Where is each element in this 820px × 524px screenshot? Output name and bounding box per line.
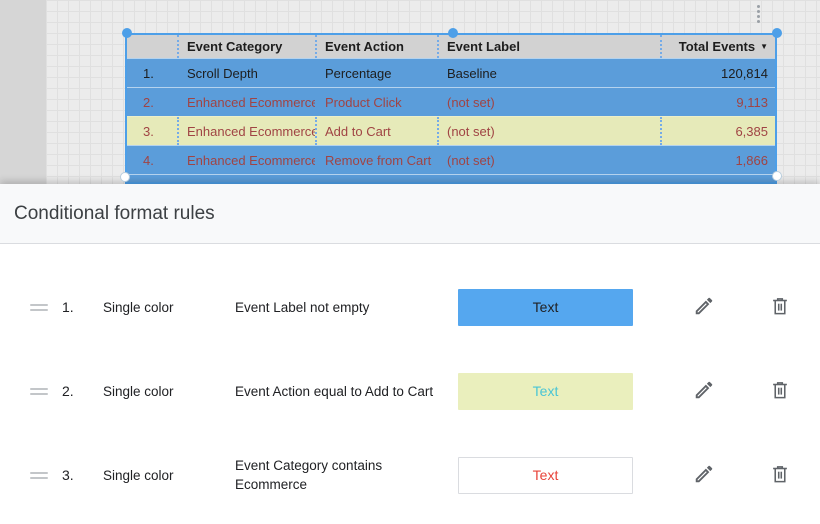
trash-icon <box>773 466 787 483</box>
cell-event-action: Percentage <box>325 65 392 81</box>
cell-row-number: 5. <box>127 175 177 183</box>
cell-row-number: 4. <box>143 152 154 168</box>
cell-event-category: Scroll Depth <box>187 65 258 81</box>
rule-type: Single color <box>103 299 174 315</box>
rules-list: 1. Single color Event Label not empty Te… <box>0 244 820 517</box>
rule-number: 1. <box>62 299 74 315</box>
cell-event-label: Android Tone Hoodie Black <box>437 175 660 183</box>
table-row[interactable]: 1. Scroll Depth Percentage Baseline 120,… <box>127 58 775 87</box>
edit-rule-button[interactable] <box>693 295 717 319</box>
delete-rule-button[interactable] <box>769 379 793 403</box>
selection-handle-top-left[interactable] <box>122 28 132 38</box>
table-row-highlighted[interactable]: 3. Enhanced Ecommerce Add to Cart (not s… <box>127 116 775 145</box>
cell-event-action: Product Click <box>325 94 402 110</box>
pencil-icon <box>695 297 713 315</box>
table-header-row: Event Category Event Action Event Label … <box>127 35 775 58</box>
rule-condition: Event Label not empty <box>235 299 370 315</box>
selection-handle-top-right[interactable] <box>772 28 782 38</box>
cell-event-label: (not set) <box>437 117 660 145</box>
drag-handle-icon[interactable] <box>30 471 48 479</box>
cell-total-events: 6,385 <box>660 117 775 145</box>
cell-total-events: 9,113 <box>736 94 768 110</box>
conditional-format-panel: Conditional format rules 1. Single color… <box>0 184 820 524</box>
trash-icon <box>773 382 787 399</box>
cell-event-action: Add to Cart <box>315 117 437 145</box>
cell-row-number: 3. <box>143 123 154 139</box>
report-canvas[interactable]: Event Category Event Action Event Label … <box>0 0 820 184</box>
cell-event-category: Enhanced Ecommerce <box>177 117 315 145</box>
table-row[interactable]: 4. Enhanced Ecommerce Remove from Cart (… <box>127 145 775 174</box>
cell-event-category: Enhanced Ecommerce <box>177 175 315 183</box>
rule-number: 3. <box>62 467 74 483</box>
header-total-events[interactable]: Total Events ▼ <box>660 35 775 58</box>
panel-header: Conditional format rules <box>0 184 820 244</box>
selection-handle-bottom-right[interactable] <box>772 171 782 181</box>
cell-total-events: 1,329 <box>660 175 775 183</box>
rule-number: 2. <box>62 383 74 399</box>
cell-event-label: (not set) <box>447 94 495 110</box>
cell-row-number: 1. <box>143 65 154 81</box>
rule-type: Single color <box>103 467 174 483</box>
delete-rule-button[interactable] <box>769 295 793 319</box>
header-event-action[interactable]: Event Action <box>315 35 437 58</box>
rule-type: Single color <box>103 383 174 399</box>
cell-event-label: Baseline <box>447 65 497 81</box>
cell-event-action: Remove from Cart <box>325 152 432 168</box>
rule-row: 2. Single color Event Action equal to Ad… <box>0 349 820 433</box>
rule-color-swatch[interactable]: Text <box>458 288 633 326</box>
header-row-number <box>127 35 177 58</box>
rule-color-swatch[interactable]: Text <box>458 456 633 494</box>
rule-row: 1. Single color Event Label not empty Te… <box>0 265 820 349</box>
cell-event-category: Enhanced Ecommerce <box>187 152 315 168</box>
selection-handle-top-center[interactable] <box>448 28 458 38</box>
delete-rule-button[interactable] <box>769 463 793 487</box>
panel-title: Conditional format rules <box>14 202 215 224</box>
rule-condition: Event Action equal to Add to Cart <box>235 383 434 399</box>
pencil-icon <box>695 465 713 483</box>
header-event-label[interactable]: Event Label <box>437 35 660 58</box>
drag-handle-icon[interactable] <box>30 303 48 311</box>
rule-row: 3. Single color Event Category contains … <box>0 433 820 517</box>
pencil-icon <box>695 381 713 399</box>
cell-total-events: 120,814 <box>721 65 768 81</box>
events-table[interactable]: Event Category Event Action Event Label … <box>125 33 777 184</box>
canvas-left-margin <box>0 0 46 184</box>
edit-rule-button[interactable] <box>693 379 717 403</box>
cell-event-label: (not set) <box>447 152 495 168</box>
sort-desc-icon: ▼ <box>760 42 768 51</box>
more-vertical-icon[interactable] <box>752 5 764 31</box>
selection-handle-bottom-left[interactable] <box>120 172 130 182</box>
trash-icon <box>773 298 787 315</box>
table-row-clipped[interactable]: 5. Enhanced Ecommerce Quickview Click An… <box>127 174 775 183</box>
header-total-events-label: Total Events <box>678 39 756 54</box>
edit-rule-button[interactable] <box>693 463 717 487</box>
cell-event-action: Quickview Click <box>315 175 437 183</box>
header-event-category[interactable]: Event Category <box>177 35 315 58</box>
table-row[interactable]: 2. Enhanced Ecommerce Product Click (not… <box>127 87 775 116</box>
cell-row-number: 2. <box>143 94 154 110</box>
drag-handle-icon[interactable] <box>30 387 48 395</box>
rule-condition: Event Category contains Ecommerce <box>235 458 383 492</box>
rule-color-swatch[interactable]: Text <box>458 372 633 410</box>
cell-event-category: Enhanced Ecommerce <box>187 94 315 110</box>
cell-total-events: 1,866 <box>735 152 768 168</box>
